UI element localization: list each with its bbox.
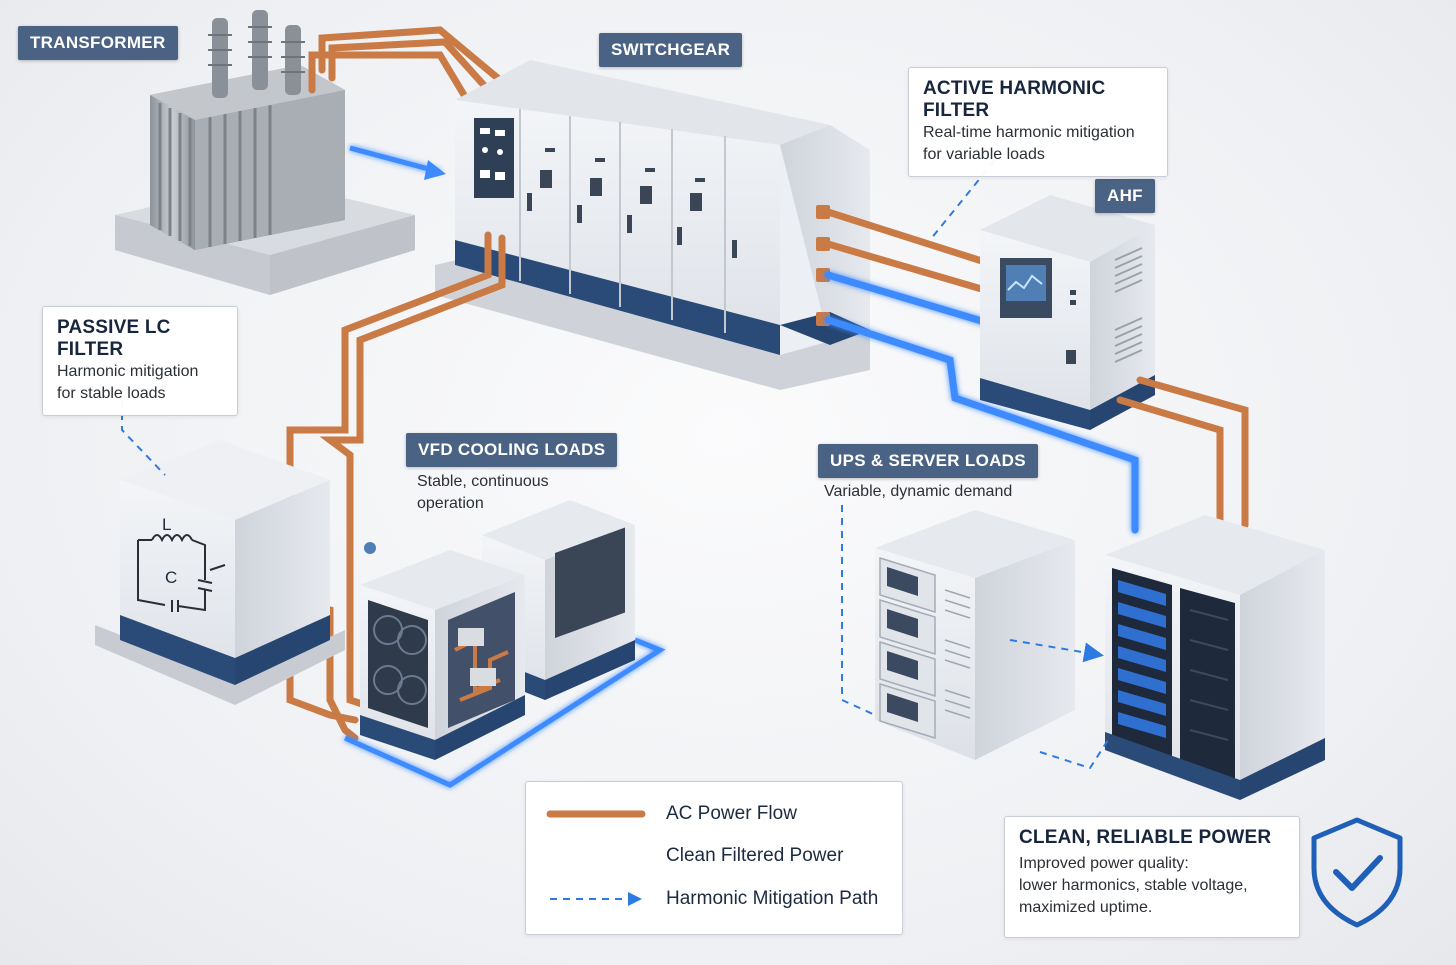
server-rack: [1105, 515, 1325, 800]
legend-mitigation-label: Harmonic Mitigation Path: [666, 888, 879, 909]
vfd-label: VFD COOLING LOADS: [406, 433, 618, 467]
ahf-label: AHF: [1095, 179, 1155, 213]
ups-description: Variable, dynamic demand: [824, 483, 1013, 500]
passive-filter-line2: for stable loads: [57, 385, 166, 402]
passive-filter-callout: PASSIVE LC FILTER Harmonic mitigation fo…: [42, 306, 238, 416]
vfd-line2: operation: [417, 495, 484, 512]
legend-clean-power-label: Clean Filtered Power: [666, 845, 844, 866]
vfd-description: Stable, continuous operation: [417, 471, 549, 515]
legend-ac-power-label: AC Power Flow: [666, 803, 797, 824]
clean-power-line1: Improved power quality:: [1019, 855, 1189, 872]
copper-line-icon: [546, 810, 646, 818]
ups-label: UPS & SERVER LOADS: [818, 444, 1038, 478]
passive-filter-title: PASSIVE LC FILTER: [57, 317, 171, 360]
passive-lc-filter: L C: [95, 440, 345, 705]
capacitor-label: C: [165, 568, 177, 587]
passive-filter-line1: Harmonic mitigation: [57, 363, 199, 380]
active-filter-line2: for variable loads: [923, 146, 1045, 163]
transformer: [115, 10, 446, 295]
legend-clean-power: Clean Filtered Power: [546, 841, 843, 871]
inductor-label: L: [162, 515, 171, 534]
active-filter-title: ACTIVE HARMONIC FILTER: [923, 78, 1106, 121]
clean-power-line3: maximized uptime.: [1019, 899, 1153, 916]
vfd-line1: Stable, continuous: [417, 473, 549, 490]
dashed-arrow-icon: [550, 892, 642, 906]
shield-check-icon: [1311, 817, 1403, 928]
transformer-label: TRANSFORMER: [18, 26, 178, 60]
clean-power-line2: lower harmonics, stable voltage,: [1019, 877, 1248, 894]
legend-ac-power: AC Power Flow: [546, 799, 797, 829]
legend-mitigation-path: Harmonic Mitigation Path: [546, 884, 878, 914]
blue-line-icon: [547, 853, 645, 859]
switchgear-label: SWITCHGEAR: [599, 33, 743, 67]
clean-power-title: CLEAN, RELIABLE POWER: [1019, 827, 1272, 848]
ups-cabinet: [875, 510, 1075, 760]
ahf-output-cables: [1116, 376, 1249, 534]
lc-circuit-icon: [137, 534, 226, 612]
active-filter-line1: Real-time harmonic mitigation: [923, 124, 1135, 141]
legend: AC Power Flow Clean Filtered Power Harmo…: [525, 781, 903, 935]
flow-arrow-icon: [349, 145, 441, 175]
ahf-cabinet: [980, 195, 1155, 430]
vfd-clean-power-line: [343, 637, 666, 788]
ahf-feed-cables: [824, 208, 1139, 534]
vfd-unit-front: [360, 550, 525, 760]
switchgear: [435, 60, 870, 390]
active-filter-callout: ACTIVE HARMONIC FILTER Real-time harmoni…: [908, 67, 1168, 177]
clean-power-callout: CLEAN, RELIABLE POWER Improved power qua…: [1004, 816, 1300, 938]
